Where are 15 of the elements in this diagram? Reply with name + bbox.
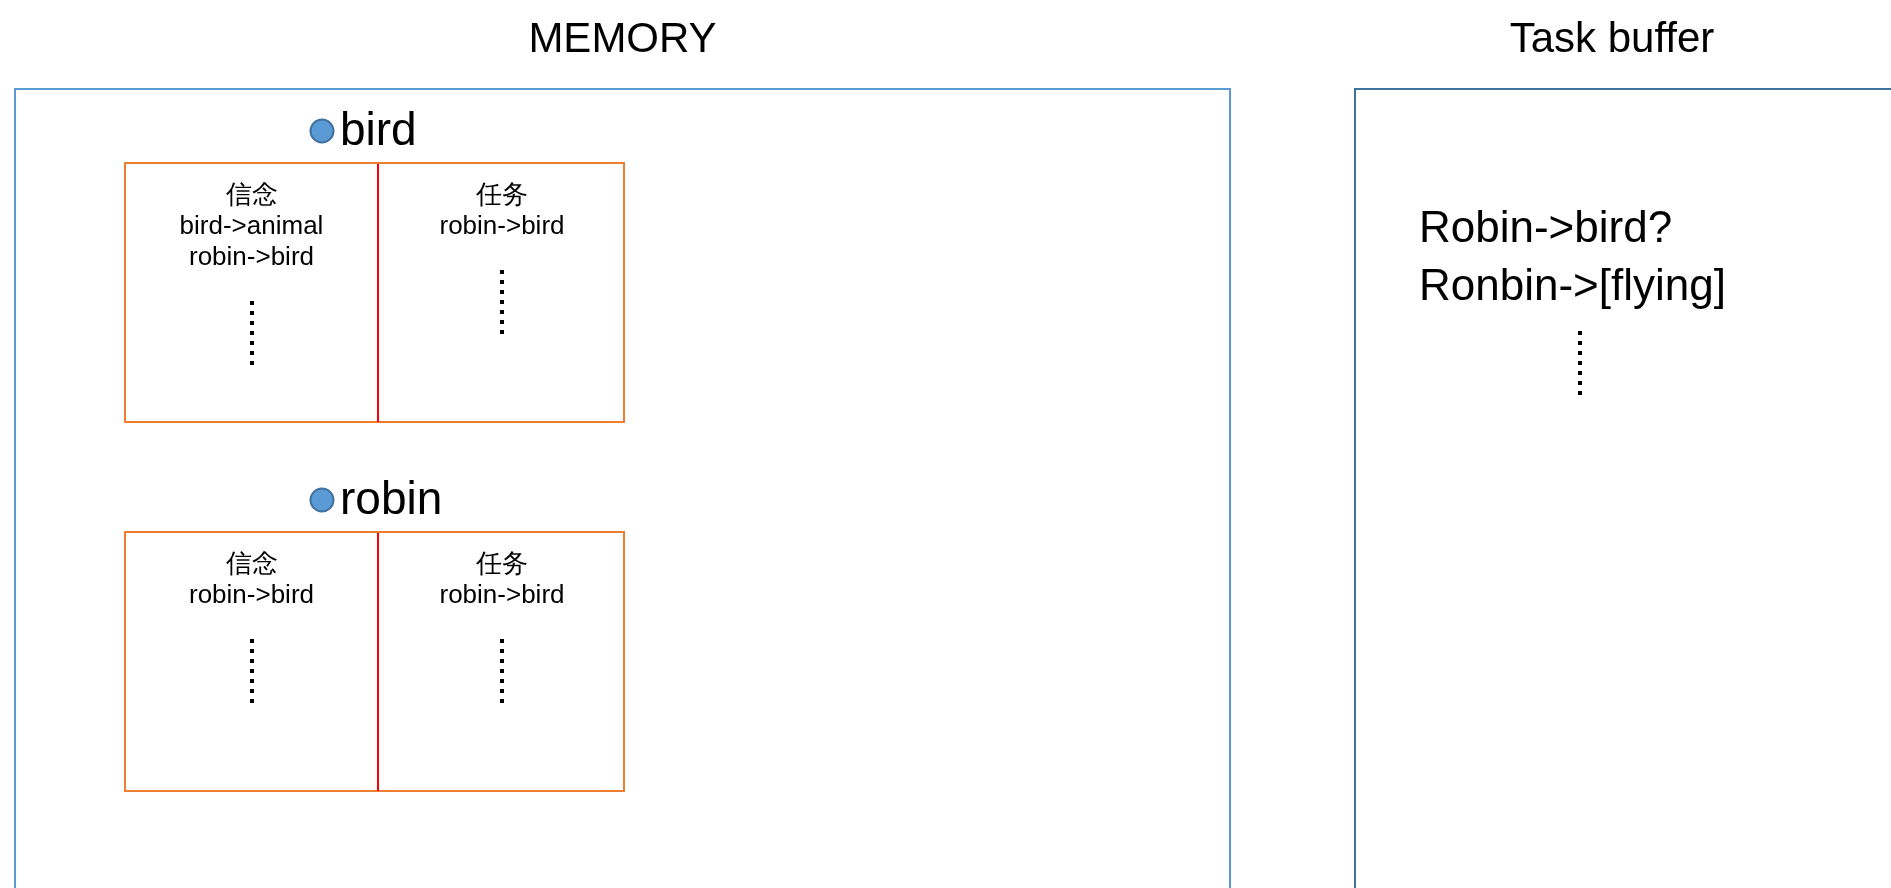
column-heading: 信念 [225,547,278,579]
panel-title: MEMORY [527,14,718,62]
column-heading: 任务 [476,547,528,579]
statement-text: bird->animal [179,210,324,241]
panel-title: Task buffer [1508,14,1716,62]
statement-text: robin->bird [439,579,565,610]
task-entry: Robin->bird? [1419,201,1673,253]
column-heading: 任务 [476,178,528,210]
card-title: bird [340,104,417,154]
task-entry: Ronbin->[flying] [1419,259,1726,311]
card-title: robin [340,473,443,523]
statement-text: robin->bird [189,579,314,610]
statement-text: robin->bird [189,241,314,272]
statement-text: robin->bird [439,210,565,241]
column-heading: 信念 [225,178,278,210]
